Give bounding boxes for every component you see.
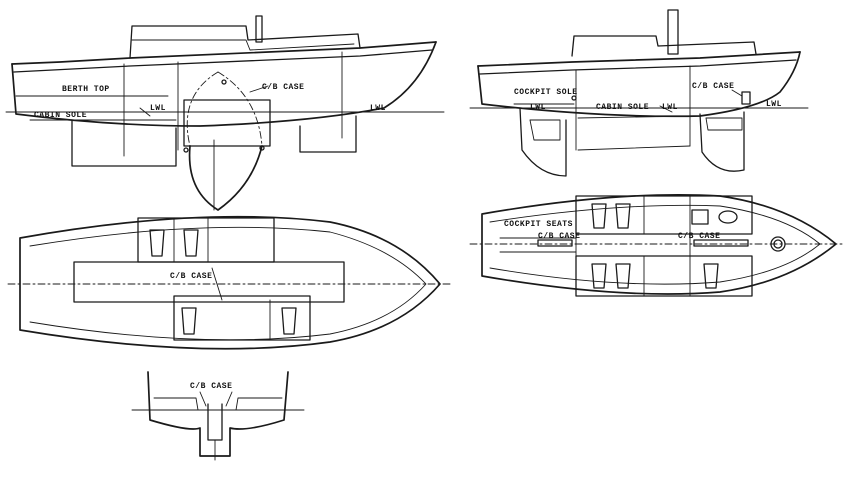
boat-a-plan-port-2 xyxy=(183,229,199,257)
boat-a-profile: BERTH TOP C/B CASE CABIN SOLE LWL LWL xyxy=(5,15,445,211)
boat-a-cb-swing-arc-aft xyxy=(186,71,219,147)
boat-a-section-berth-port xyxy=(153,397,199,411)
boat-b-lwl-label-mid: LWL xyxy=(662,103,678,112)
boat-a-sole-leader xyxy=(139,107,151,117)
boat-a-hull-bottom xyxy=(11,41,437,127)
boat-b-cb-leader xyxy=(731,89,743,97)
boat-b-cabin-house xyxy=(571,35,757,57)
boat-a-plan-cb-leader xyxy=(211,267,223,301)
boat-b-plan-stove xyxy=(691,209,709,225)
boat-a-cb-pin xyxy=(183,147,189,153)
boat-a-cb-pivot xyxy=(221,79,227,85)
boat-b-plan-cb-case-fwd-label: C/B CASE xyxy=(678,232,720,241)
boat-a-section: C/B CASE xyxy=(131,371,305,461)
boat-b-cb-case xyxy=(705,117,743,131)
boat-a-deck-edge xyxy=(13,49,433,73)
boat-b-plan-port-1 xyxy=(591,203,607,229)
boat-b-sheer xyxy=(477,51,801,67)
boat-a-plan-cabin-port xyxy=(137,217,275,263)
boat-b-profile: COCKPIT SOLE C/B CASE LWL CABIN SOLE LWL… xyxy=(469,9,809,177)
boat-a-plan-cabin-stbd xyxy=(173,295,311,341)
boat-b-plan-cb-case-aft xyxy=(537,239,573,247)
boat-b-keel-bottom xyxy=(577,145,691,151)
boat-b-deck-edge xyxy=(479,59,797,75)
boat-b-plan-sink xyxy=(718,210,738,224)
boat-a-section-berth-stbd xyxy=(235,397,283,411)
boat-b-cb-winch xyxy=(741,91,751,105)
boat-b-sole-pin xyxy=(571,95,577,101)
boat-b-plan-cb-case-fwd xyxy=(693,239,749,247)
boat-a-cabin-sole-label: CABIN SOLE xyxy=(34,111,87,120)
boat-b-plan-cb-case-aft-label: C/B CASE xyxy=(538,232,580,241)
boat-a-plan-cb-case-label: C/B CASE xyxy=(170,272,212,281)
boat-a-cb-case-label: C/B CASE xyxy=(262,83,304,92)
boat-a-centreboard xyxy=(188,145,263,211)
boat-a-plan-outline xyxy=(19,215,441,350)
boat-b-cb-case-label: C/B CASE xyxy=(692,82,734,91)
boat-b-cabin-sole-label: CABIN SOLE xyxy=(596,103,649,112)
boat-b-plan-cockpit-seats xyxy=(499,237,577,253)
boat-b-lwl-label-fwd: LWL xyxy=(766,100,782,109)
boat-a-cb-pin-fwd xyxy=(259,145,265,151)
boat-b-rudder xyxy=(519,107,567,177)
boat-a-plan-port-3 xyxy=(181,307,197,335)
boat-a-plan: C/B CASE xyxy=(7,215,453,350)
boat-b-cabin-sole-line xyxy=(577,115,693,119)
boat-a-cabin-roof-line xyxy=(131,39,355,51)
boat-b-lwl-label-aft: LWL xyxy=(530,103,546,112)
boat-a-lwl-label-aft: LWL xyxy=(150,104,166,113)
boat-b-plan-cockpit-seats-label: COCKPIT SEATS xyxy=(504,220,573,229)
boat-a-keel-fwd xyxy=(299,115,357,153)
boat-a-cb-swing-arc-fwd xyxy=(217,71,263,147)
boat-a-mast-stub xyxy=(255,15,263,43)
boat-b-plan-hatch-outer xyxy=(770,236,786,252)
boat-a-section-cb-case xyxy=(207,403,223,441)
boat-b-aft-box xyxy=(529,119,561,141)
boat-a-section-leader-stbd xyxy=(225,391,233,407)
boat-b-plan-port-5 xyxy=(703,263,719,289)
boat-a-plan-port-4 xyxy=(281,307,297,335)
boat-b-hull-bottom xyxy=(477,51,801,118)
boat-b-plan-port-3 xyxy=(591,263,607,289)
boat-a-lwl-label-fwd: LWL xyxy=(370,104,386,113)
boat-a-plan-port-1 xyxy=(149,229,165,257)
boat-b-board-fwd xyxy=(699,111,745,172)
boat-a-cb-case xyxy=(183,99,271,147)
boat-b-plan: COCKPIT SEATS C/B CASE C/B CASE xyxy=(469,193,843,297)
boat-a-berth-top-label: BERTH TOP xyxy=(62,85,110,94)
boat-b-sole-leader xyxy=(659,105,673,113)
boat-a-section-leader-port xyxy=(199,391,207,407)
boat-a-cb-leader xyxy=(249,85,269,93)
boat-b-plan-port-2 xyxy=(615,203,631,229)
boat-a-section-cb-case-label: C/B CASE xyxy=(190,382,232,391)
boat-a-cabin-house xyxy=(129,25,361,59)
boat-a-sheer xyxy=(11,41,437,65)
boat-a-keel-aft xyxy=(71,119,177,167)
boat-b-plan-cabin-stbd xyxy=(575,255,753,297)
boat-b-mast-stub xyxy=(667,9,679,55)
boat-b-plan-port-4 xyxy=(615,263,631,289)
boat-b-cockpit-sole-label: COCKPIT SOLE xyxy=(514,88,578,97)
boat-b-plan-hatch-inner xyxy=(773,239,783,249)
